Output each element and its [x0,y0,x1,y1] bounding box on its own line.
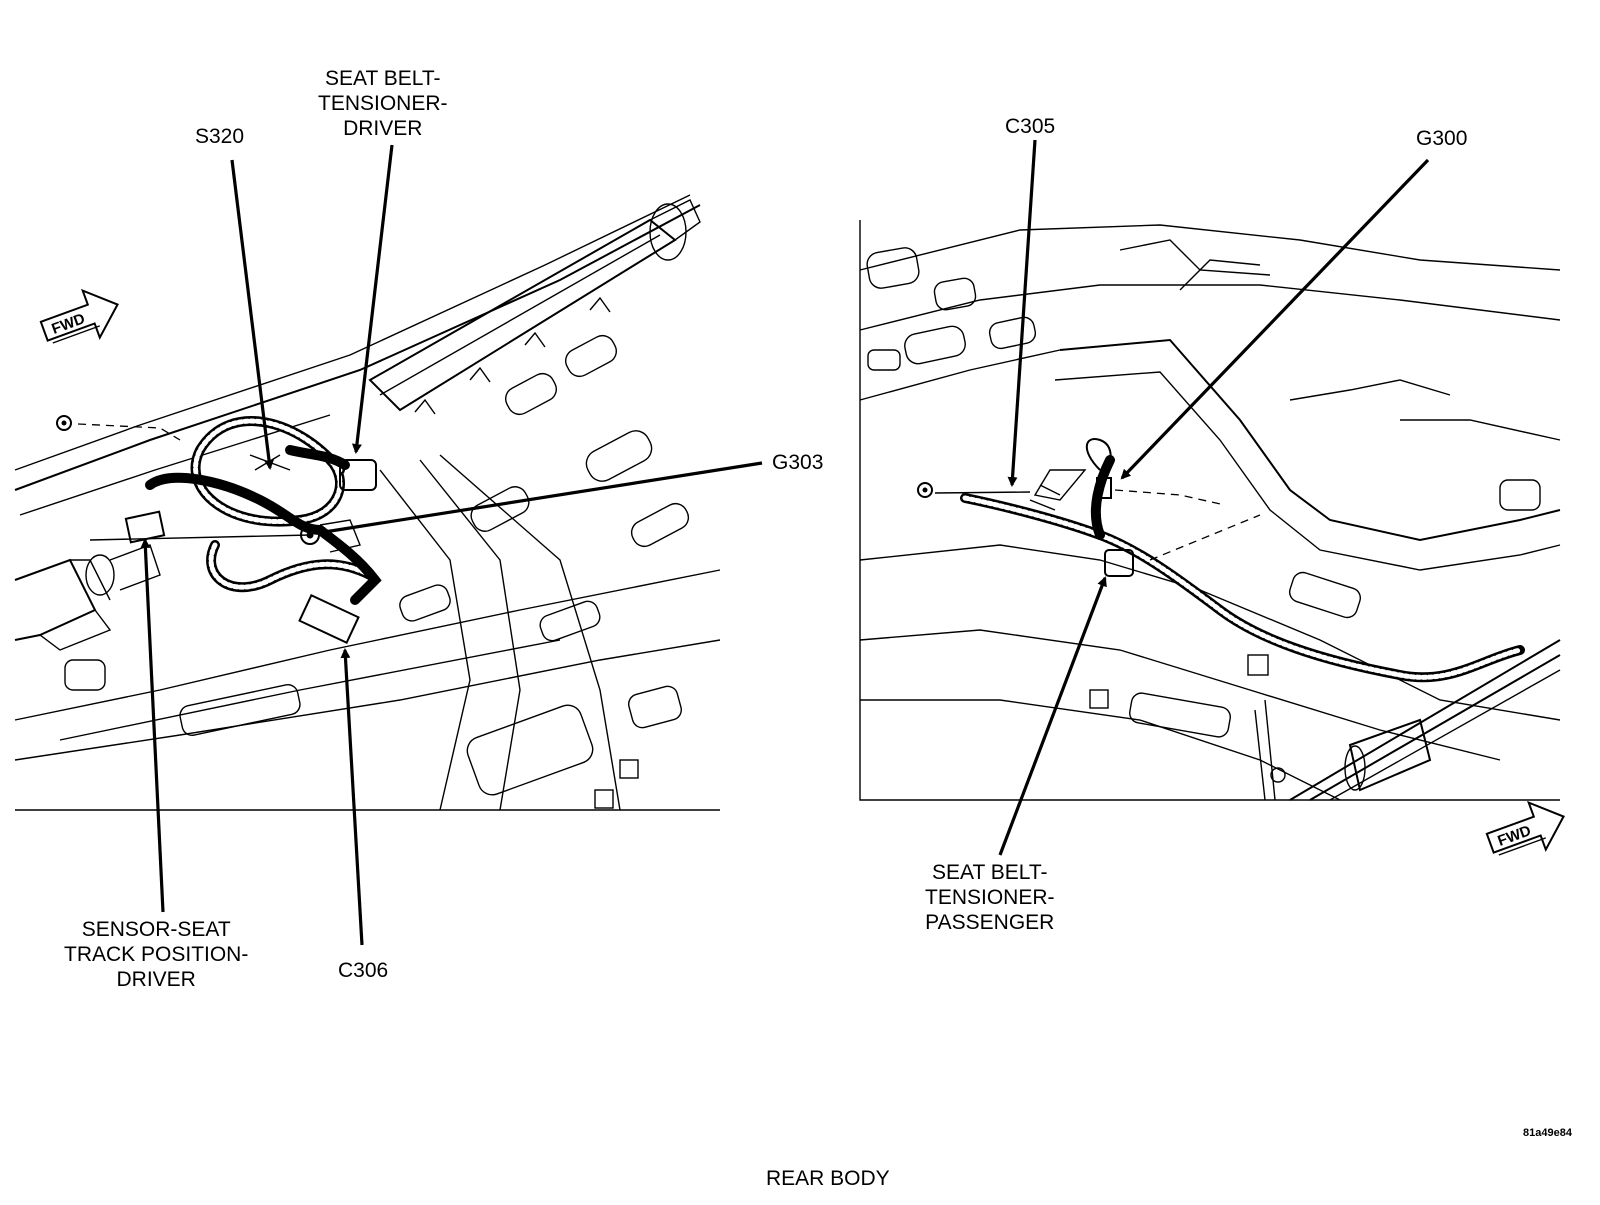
label-sensor-seat-track-position-driver: SENSOR-SEAT TRACK POSITION- DRIVER [64,918,249,991]
label-g303: G303 [772,451,824,474]
label-c305: C305 [1005,115,1056,138]
leader-seat-belt-tensioner-driver [351,144,394,454]
figure-code: 81a49e84 [1523,1127,1572,1139]
label-c306: C306 [338,959,389,982]
leader-s320 [230,159,274,470]
label-g300: G300 [1416,127,1468,150]
left-view: FWD [14,144,763,946]
leader-sensor-seat-track-position [140,538,165,913]
ground-bolt-icon [56,415,72,431]
ground-bolt-icon [917,482,933,498]
label-seat-belt-tensioner-passenger: SEAT BELT- TENSIONER- PASSENGER [925,861,1055,934]
right-view: FWD [859,139,1565,856]
fwd-arrow-icon: FWD [1485,800,1565,856]
leader-g300 [1120,158,1430,480]
leader-seat-belt-tensioner-passenger [998,576,1107,856]
leader-g303 [316,461,763,537]
fwd-arrow-icon: FWD [39,288,119,344]
leader-c306 [340,648,364,946]
label-s320: S320 [195,125,245,148]
label-seat-belt-tensioner-driver: SEAT BELT- TENSIONER- DRIVER [318,67,448,140]
figure-caption: REAR BODY [766,1167,890,1190]
leader-c305 [1007,139,1037,487]
